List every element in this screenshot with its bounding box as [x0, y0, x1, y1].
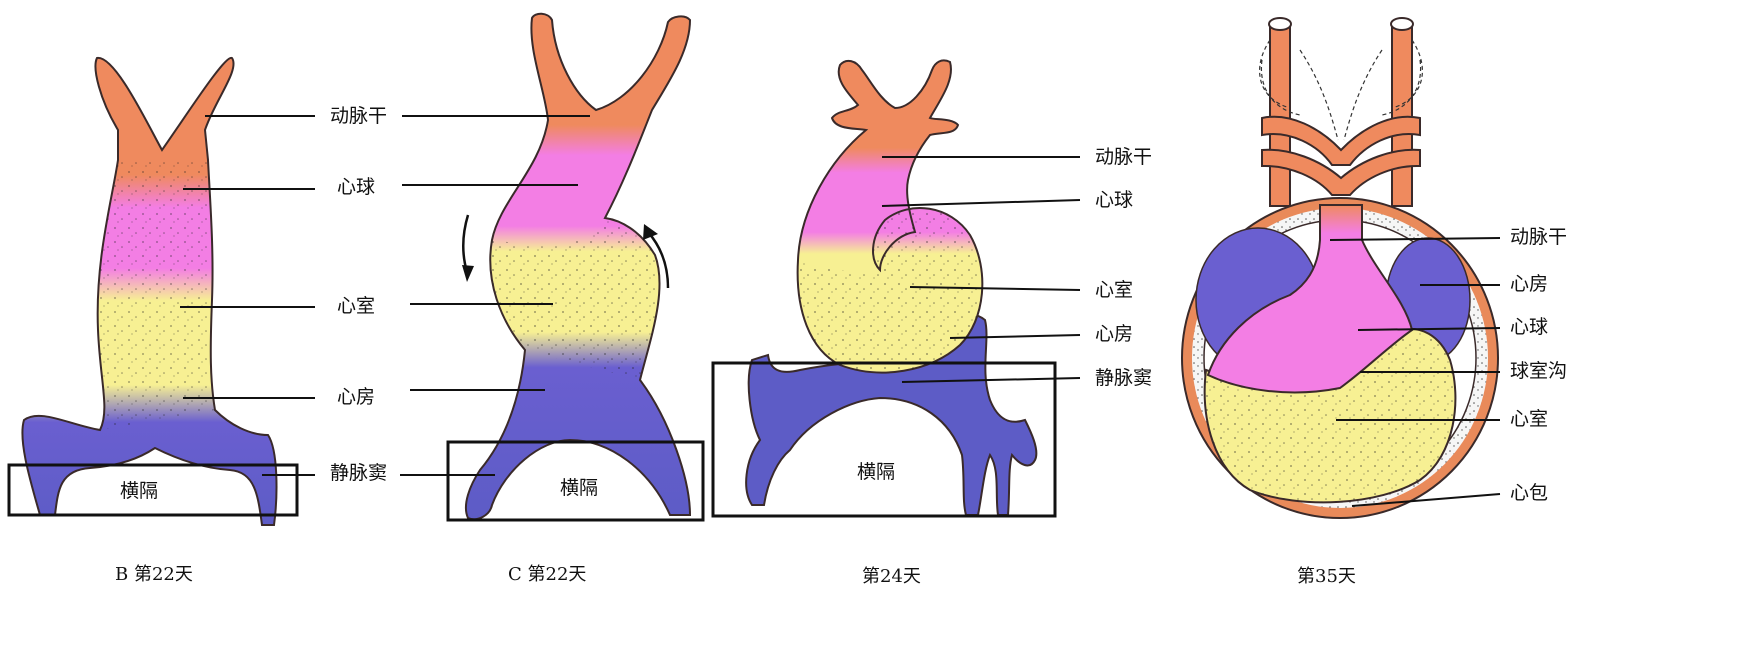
stage-b-septum-label: 横隔	[120, 480, 158, 502]
stage-35-figure: 第35天	[1182, 18, 1498, 587]
stage-24-caption: 第24天	[862, 566, 921, 587]
label-pericardium: 心包	[1510, 482, 1548, 504]
label-ventricle: 心室	[337, 295, 375, 317]
label-bulbus: 心球	[1510, 316, 1548, 338]
label-bulboventricular-sulcus: 球室沟	[1510, 360, 1567, 382]
label-truncus: 动脉干	[1095, 146, 1152, 168]
stage-b-caption: B 第22天	[115, 564, 193, 585]
label-atrium: 心房	[1510, 273, 1548, 295]
label-truncus: 动脉干	[330, 105, 387, 127]
label-sinus-venosus: 静脉窦	[330, 462, 387, 484]
label-atrium: 心房	[337, 386, 375, 408]
label-ventricle: 心室	[1510, 408, 1548, 430]
stage-35-great-vessels	[1260, 18, 1423, 206]
stage-c-figure: 横隔 C 第22天	[448, 14, 703, 585]
label-truncus: 动脉干	[1510, 226, 1567, 248]
label-ventricle: 心室	[1095, 279, 1133, 301]
label-sinus-venosus: 静脉窦	[1095, 367, 1152, 389]
label-atrium: 心房	[1095, 323, 1133, 345]
rotation-arrow-left	[463, 215, 468, 272]
stage-35-caption: 第35天	[1297, 566, 1356, 587]
stage-c-septum-label: 横隔	[560, 477, 598, 499]
label-bulbus: 心球	[1095, 189, 1133, 211]
stage-24-figure: 横隔 第24天	[713, 60, 1055, 587]
stage-c-caption: C 第22天	[508, 564, 586, 585]
stage-24-septum-label: 横隔	[857, 461, 895, 483]
stage-b-figure: 横隔 B 第22天	[9, 58, 297, 585]
label-bulbus: 心球	[337, 176, 375, 198]
